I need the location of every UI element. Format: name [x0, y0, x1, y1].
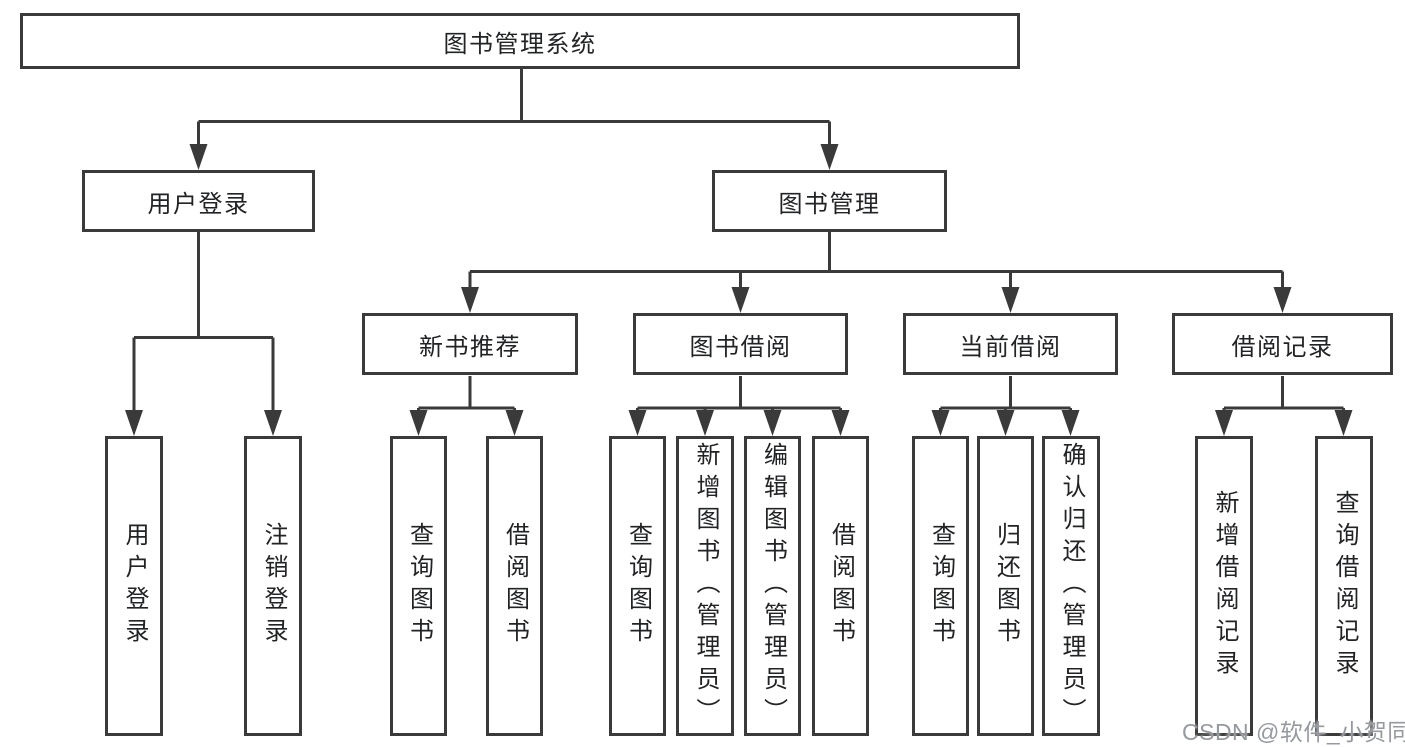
node-label: 新书推荐	[419, 333, 521, 361]
connector-borrowing-records	[1222, 376, 1345, 413]
leaf-label: 用户登录	[121, 522, 148, 650]
node-new-book-recommendation: 新书推荐	[362, 313, 578, 375]
leaf-label: 查询图书	[927, 522, 955, 650]
leaf-label: 借阅图书	[501, 522, 529, 650]
leaf-borrow-books-recommend: 借阅图书	[486, 436, 543, 736]
leaf-user-login: 用户登录	[105, 436, 163, 736]
leaf-label: 查询图书	[405, 522, 433, 650]
leaf-query-books-recommend: 查询图书	[390, 436, 447, 736]
leaf-label: 查询图书	[624, 522, 652, 650]
connector-root	[197, 69, 831, 148]
node-label: 图书借阅	[689, 333, 792, 361]
leaf-add-books-admin: 新增图书（管理员）	[676, 436, 734, 736]
leaf-add-borrow-record: 新增借阅记录	[1195, 436, 1253, 736]
leaf-query-books-borrowing: 查询图书	[609, 436, 666, 736]
node-label: 当前借阅	[959, 333, 1062, 361]
connector-user-login	[132, 232, 275, 413]
node-user-login: 用户登录	[82, 170, 315, 232]
node-book-management: 图书管理	[712, 170, 947, 232]
leaf-return-books: 归还图书	[977, 436, 1034, 736]
node-borrowing-records: 借阅记录	[1172, 313, 1393, 375]
leaf-label: 新增借阅记录	[1211, 490, 1238, 682]
leaf-label: 查询借阅记录	[1331, 490, 1358, 682]
leaf-label: 新增图书（管理员）	[692, 442, 719, 730]
node-book-borrowing: 图书借阅	[633, 313, 848, 375]
node-current-borrowing: 当前借阅	[903, 313, 1118, 375]
node-label: 借阅记录	[1231, 333, 1334, 361]
node-label: 用户登录	[147, 190, 250, 218]
leaf-logout-login: 注销登录	[244, 436, 302, 736]
connector-book-borrowing	[636, 376, 842, 413]
leaf-borrow-books-borrowing: 借阅图书	[812, 436, 869, 736]
leaf-edit-books-admin: 编辑图书（管理员）	[744, 436, 801, 736]
leaf-label: 注销登录	[260, 522, 287, 650]
watermark: CSDN @软件_小贺同学	[1182, 719, 1405, 745]
leaf-label: 借阅图书	[827, 522, 855, 650]
node-label: 图书管理系统	[443, 30, 597, 58]
connector-current-borrowing	[939, 376, 1072, 413]
leaf-query-books-current: 查询图书	[912, 436, 969, 736]
connector-book-management	[468, 232, 1284, 291]
node-label: 图书管理	[778, 190, 881, 218]
arrowheads	[125, 144, 1353, 436]
connector-new-book	[417, 376, 516, 413]
leaf-confirm-return-admin: 确认归还（管理员）	[1042, 436, 1100, 736]
leaf-label: 归还图书	[992, 522, 1020, 650]
leaf-label: 确认归还（管理员）	[1058, 442, 1085, 730]
leaf-label: 编辑图书（管理员）	[759, 442, 787, 730]
leaf-query-borrow-record: 查询借阅记录	[1315, 436, 1373, 736]
node-root: 图书管理系统	[20, 13, 1020, 69]
